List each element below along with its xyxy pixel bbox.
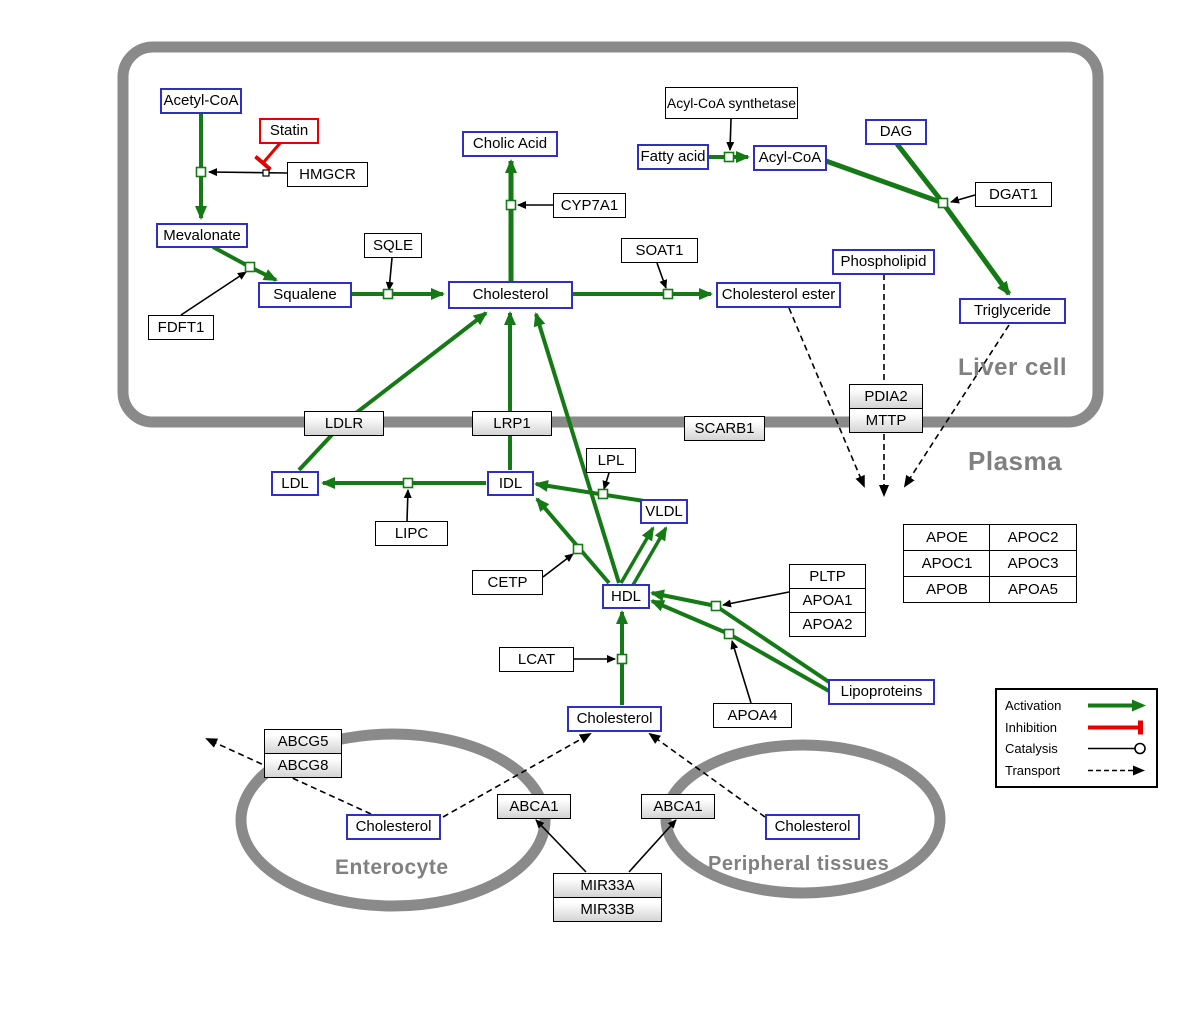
enterocyte-label: Enterocyte <box>335 856 449 879</box>
apo-table-cell[interactable]: APOC1 <box>903 550 991 577</box>
node-ldlr[interactable]: LDLR <box>304 411 384 436</box>
node-ldl[interactable]: LDL <box>271 471 319 496</box>
node-hdl[interactable]: HDL <box>602 584 650 609</box>
node-squalene[interactable]: Squalene <box>258 282 352 308</box>
apo-table-cell[interactable]: APOC2 <box>989 524 1077 551</box>
inhibition-tbar-icon <box>1088 720 1143 735</box>
node-abcg8[interactable]: ABCG8 <box>264 753 342 778</box>
peripheral-tissues-label: Peripheral tissues <box>708 853 890 875</box>
node-cetp[interactable]: CETP <box>472 570 543 595</box>
node-dgat1[interactable]: DGAT1 <box>975 182 1052 207</box>
node-statin[interactable]: Statin <box>259 118 319 144</box>
apo-table-cell[interactable]: APOA5 <box>989 576 1077 603</box>
node-acyl-coa-synthetase[interactable]: Acyl-CoA synthetase <box>665 87 798 119</box>
legend-activation-label: Activation <box>1005 698 1062 713</box>
node-lrp1[interactable]: LRP1 <box>472 411 552 436</box>
node-mir33b[interactable]: MIR33B <box>553 897 662 922</box>
node-idl[interactable]: IDL <box>487 471 534 496</box>
node-cholesterol-plasma[interactable]: Cholesterol <box>567 706 662 732</box>
node-fdft1[interactable]: FDFT1 <box>148 315 214 340</box>
node-hmgcr[interactable]: HMGCR <box>287 162 368 187</box>
node-acetyl-coa[interactable]: Acetyl-CoA <box>160 88 242 114</box>
legend-row-transport: Transport <box>1005 760 1148 781</box>
node-dag[interactable]: DAG <box>865 119 927 145</box>
node-mevalonate[interactable]: Mevalonate <box>156 223 248 248</box>
node-apoa1[interactable]: APOA1 <box>789 588 866 613</box>
node-abca1-left[interactable]: ABCA1 <box>497 794 571 819</box>
node-pltp[interactable]: PLTP <box>789 564 866 589</box>
legend-catalysis-label: Catalysis <box>1005 741 1058 757</box>
legend-transport-label: Transport <box>1005 762 1061 778</box>
apo-table-cell[interactable]: APOE <box>903 524 991 551</box>
node-apoa4[interactable]: APOA4 <box>713 703 792 728</box>
node-acyl-coa-right[interactable]: Acyl-CoA <box>753 145 827 171</box>
plasma-label: Plasma <box>968 446 1063 476</box>
liver-cell-membrane <box>117 41 1104 428</box>
node-lipoproteins[interactable]: Lipoproteins <box>828 679 935 705</box>
node-cholic-acid[interactable]: Cholic Acid <box>462 131 558 157</box>
node-cholesterol-liver[interactable]: Cholesterol <box>448 281 573 309</box>
node-lcat[interactable]: LCAT <box>499 647 574 672</box>
binding-anchor <box>262 169 270 177</box>
node-apoa2[interactable]: APOA2 <box>789 612 866 637</box>
peripheral-tissues-membrane <box>660 739 946 899</box>
apo-table-cell[interactable]: APOB <box>903 576 991 603</box>
node-pdia2[interactable]: PDIA2 <box>849 384 923 409</box>
node-mttp[interactable]: MTTP <box>849 408 923 433</box>
node-soat1[interactable]: SOAT1 <box>621 238 698 263</box>
catalysis-edges <box>180 118 976 873</box>
transport-dashed-arrow-icon <box>1088 765 1145 776</box>
liver-cell-label: Liver cell <box>958 354 1068 381</box>
legend-row-catalysis: Catalysis <box>1005 738 1148 759</box>
reaction-anchors <box>195 151 949 665</box>
node-scarb1[interactable]: SCARB1 <box>684 416 765 441</box>
node-abcg5[interactable]: ABCG5 <box>264 729 342 754</box>
apolipoprotein-table: APOE APOC2 APOC1 APOC3 APOB APOA5 <box>903 524 1077 603</box>
node-lipc[interactable]: LIPC <box>375 521 448 546</box>
node-phospholipid[interactable]: Phospholipid <box>832 249 935 275</box>
legend-inhibition-label: Inhibition <box>1005 719 1058 735</box>
legend: Activation Inhibition Catalysis Transpor… <box>995 688 1158 788</box>
node-mir33a[interactable]: MIR33A <box>553 873 662 898</box>
node-vldl[interactable]: VLDL <box>640 499 688 524</box>
node-fatty-acid[interactable]: Fatty acid <box>637 144 709 170</box>
inhibition-edge <box>254 141 283 172</box>
node-lpl[interactable]: LPL <box>586 448 636 473</box>
legend-row-inhibition: Inhibition <box>1005 717 1148 738</box>
apo-table-cell[interactable]: APOC3 <box>989 550 1077 577</box>
node-cholesterol-enterocyte[interactable]: Cholesterol <box>346 814 441 840</box>
enterocyte-membrane <box>235 728 551 912</box>
node-abca1-right[interactable]: ABCA1 <box>641 794 715 819</box>
node-cholesterol-peripheral[interactable]: Cholesterol <box>765 814 860 840</box>
node-cyp7a1[interactable]: CYP7A1 <box>553 193 626 218</box>
activation-arrow-icon <box>1088 699 1146 712</box>
node-cholesterol-ester[interactable]: Cholesterol ester <box>716 282 841 308</box>
node-triglyceride[interactable]: Triglyceride <box>959 298 1066 324</box>
node-sqle[interactable]: SQLE <box>364 233 422 258</box>
legend-row-activation: Activation <box>1005 695 1148 716</box>
catalysis-circle-icon <box>1088 743 1146 755</box>
